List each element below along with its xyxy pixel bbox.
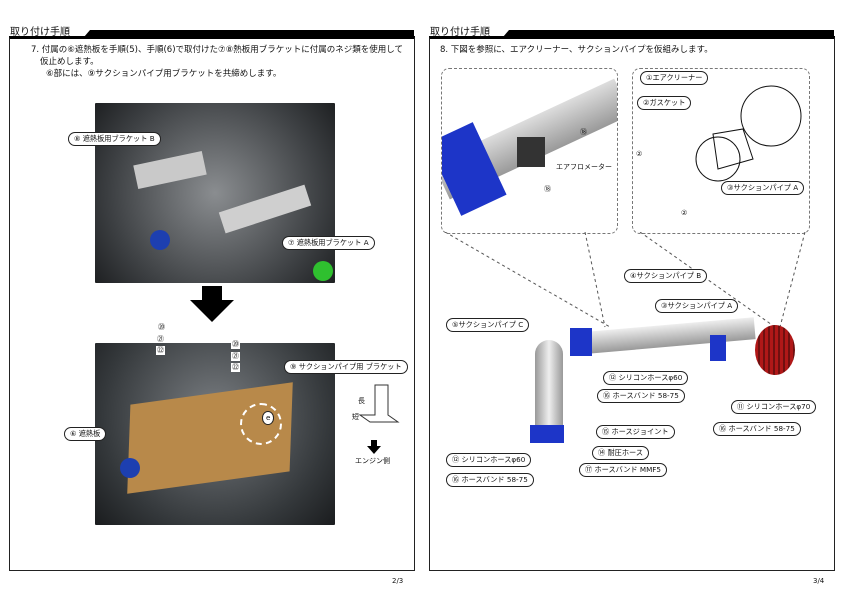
left-page (9, 36, 415, 571)
step-7-text: 7. 付属の⑥遮熱板を手順(5)、手順(6)で取付けた⑦⑧熱板用ブラケットに付属… (31, 45, 404, 55)
label-silicone-hose-70: ⑪ シリコンホースφ70 (731, 400, 817, 414)
right-page (429, 36, 835, 571)
step-7-text-2: 仮止めします。 (40, 57, 99, 67)
screw-20: ⑳ (158, 323, 165, 331)
right-header: 取り付け手順 (430, 27, 490, 38)
washer-21: ㉑ (157, 335, 164, 343)
label-gasket: ②ガスケット (637, 96, 692, 110)
label-2b: ② (681, 209, 688, 217)
label-heat-shield: ⑥ 遮熱板 (64, 427, 107, 441)
label-hose-band-a: ⑯ ホースバンド 58-75 (597, 389, 685, 403)
label-engine-side: エンジン側 (355, 457, 390, 465)
intake-kit-photo (525, 310, 805, 470)
label-silicone-hose-60b: ⑫ シリコンホースφ60 (446, 453, 532, 467)
label-hose-band-mmf5: ⑰ ホースバンド MMF5 (579, 463, 667, 477)
left-header: 取り付け手順 (10, 27, 70, 38)
label-suction-pipe-a-detail: ③サクションパイプ A (721, 181, 805, 195)
label-air-cleaner: ①エアクリーナー (640, 71, 709, 85)
label-pressure-hose: ⑭ 耐圧ホース (592, 446, 650, 460)
label-bracket-a: ⑦ 遮熱板用ブラケット A (282, 236, 375, 250)
header-bar (84, 30, 414, 37)
washer-22b: ㉒ (231, 363, 240, 372)
label-long: 長 (358, 397, 365, 405)
label-airflow-meter: エアフロメーター (556, 163, 612, 171)
label-suction-bracket: ⑨ サクションパイプ用 ブラケット (284, 360, 408, 374)
bracket-diagram (358, 384, 400, 423)
step-7-note: ⑥部には、⑨サクションパイプ用ブラケットを共締めします。 (46, 69, 282, 79)
label-e: e (262, 411, 275, 425)
step-8-text: 8. 下図を参照に、エアクリーナー、サクションパイプを仮組みします。 (440, 45, 713, 55)
leader-lines (444, 232, 806, 328)
engine-photo-top (95, 103, 335, 283)
bolt-18b: ⑱ (544, 185, 551, 193)
label-hose-band-c: ⑯ ホースバンド 58-75 (446, 473, 534, 487)
label-suction-pipe-b: ④サクションパイプ B (624, 269, 708, 283)
afm-detail-box (441, 68, 618, 234)
label-2a: ② (636, 150, 643, 158)
label-bracket-b: ⑧ 遮熱板用ブラケット B (68, 132, 161, 146)
washer-22: ㉒ (156, 346, 165, 355)
header-bar (503, 30, 834, 37)
bolt-18a: ⑱ (580, 128, 587, 136)
label-silicone-hose-60a: ⑫ シリコンホースφ60 (603, 371, 689, 385)
screw-20b: ⑳ (231, 340, 240, 349)
page-number-left: 2/3 (392, 577, 404, 585)
label-suction-pipe-a: ③サクションパイプ A (655, 299, 739, 313)
down-arrow-icon (190, 286, 234, 322)
label-short: 短 (352, 413, 359, 421)
label-hose-band-b: ⑯ ホースバンド 58-75 (713, 422, 801, 436)
washer-21b: ㉑ (231, 352, 240, 361)
cleaner-detail-box (632, 68, 810, 234)
engine-side-arrow-icon (367, 440, 381, 454)
page-number-right: 3/4 (813, 577, 825, 585)
label-suction-pipe-c: ⑤サクションパイプ C (446, 318, 530, 332)
label-hose-joint: ⑮ ホースジョイント (596, 425, 675, 439)
